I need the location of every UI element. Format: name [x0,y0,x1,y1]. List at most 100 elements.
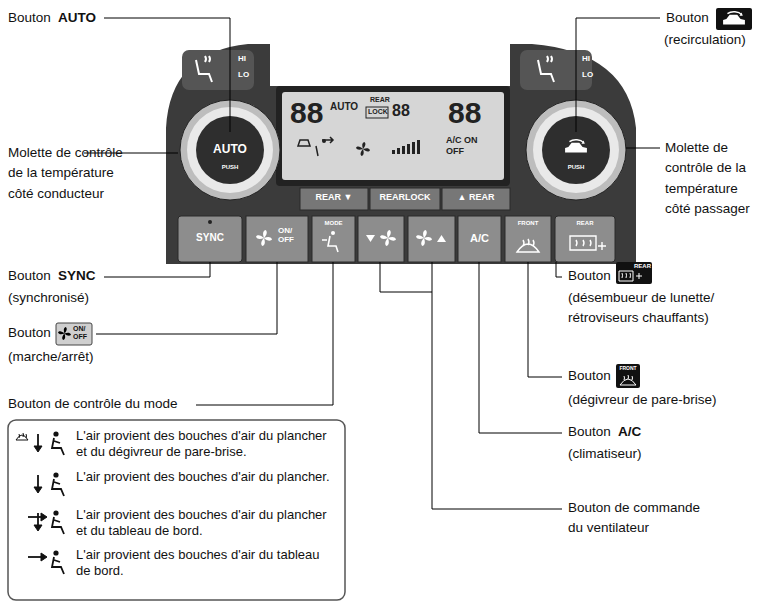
recirculation-icon-box [716,8,752,30]
leader-line [380,262,562,509]
defrost-icon [517,239,539,252]
callout-text: A/C [618,424,641,440]
callout-text: Bouton de contrôle du mode [8,396,178,412]
seat-heater-button [520,50,592,90]
mode-icon-head [331,231,335,235]
leader-line [626,148,660,149]
display-text: A/C ON [446,136,478,146]
leader-line [556,262,562,277]
legend-text: L'air provient des bouches d'air du plan… [76,469,331,485]
seat-heater-button [182,50,254,90]
button-text: REAR ▼ [300,193,368,203]
leader-line [576,18,660,132]
mode-icon [322,236,338,252]
legend-text: L'air provient des bouches d'air du plan… [76,507,331,540]
drawing-part [392,150,395,154]
mode-symbol [14,428,70,458]
display-text: LOCK [368,108,388,116]
panel-body [166,44,636,264]
person-arm [54,560,60,562]
lock-box [366,107,388,118]
fan-icon [58,327,71,340]
arrow-right [28,516,42,518]
display-digits: 88 [392,103,410,119]
defrost-icon-box [616,364,640,388]
mode-symbol [14,507,70,537]
display-digits: 88 [448,98,481,128]
triangle-up [437,235,446,242]
display-bars [392,140,420,154]
button-text: SYNC [178,232,242,243]
display-fan [356,142,370,156]
seat-icon [538,56,554,82]
person-body [52,517,64,534]
drawing-part [407,144,410,154]
panel-text: HI [238,55,246,64]
person-body [52,479,64,496]
button-text: REARLOCK [370,193,440,203]
leader-line [96,262,277,334]
button-text: ON/ OFF [278,227,302,245]
arrow-head [34,446,42,452]
button [370,188,440,210]
onoff-icon [56,323,92,345]
leader-line [528,262,562,377]
mode-symbol [14,547,70,577]
arrow-head [41,553,47,561]
drawing-part [505,216,551,262]
rear-defrost-icon [570,236,606,250]
button-text: FRONT [505,220,551,227]
icon-text: ON/ OFF [73,325,91,340]
button-row [178,216,615,262]
person-arm [54,441,60,443]
callout-text: Bouton [8,268,51,284]
callout-text: (climatiseur) [568,446,642,462]
rear-defrost-icon [619,271,642,281]
legend-text: L'air provient des bouches d'air du plan… [76,428,331,461]
display-mode-icon [298,137,333,156]
legend-row: L'air provient des bouches d'air du plan… [14,507,339,540]
button-text: A/C [458,232,501,244]
legend-box [8,420,345,600]
person-arm [54,482,60,484]
drawing-part [458,216,501,262]
leader-line [104,18,230,132]
callout-text: Molette de contrôle de la température cô… [665,138,765,219]
button-text: REAR [555,220,615,227]
panel-text: AUTO [205,143,255,156]
fan-icon [416,230,432,246]
button-text: MODE [312,220,355,227]
display-bezel [276,86,510,186]
indicator [208,220,212,224]
callout-text: Molette de contrôle de la température cô… [8,143,126,204]
legend-row: L'air provient des bouches d'air du plan… [14,428,339,461]
panel-text: LO [238,71,249,80]
person-head [53,431,58,436]
recirculation-icon [565,140,587,153]
icon-text: REAR [634,263,652,270]
arrow-head [41,513,47,521]
callout-text: SYNC [58,268,96,284]
callout-text: Bouton [568,424,611,440]
arrow-head [34,525,42,531]
drawing-part [178,216,242,262]
drawing-part [412,142,415,154]
callout-text: (synchronisé) [8,290,89,306]
icon-text: FRONT [616,366,640,372]
panel-text: PUSH [215,164,245,171]
triangle-down [366,235,375,242]
display-text: OFF [446,147,464,157]
fan-icon [256,230,272,246]
display-text: REAR [370,96,390,104]
seat-icon [196,56,212,82]
callout-text: (désembueur de lunette/ rétroviseurs cha… [568,288,764,329]
legend-row: L'air provient des bouches d'air du tabl… [14,547,339,580]
control-panel [166,44,636,264]
leader-line [104,262,210,277]
display-text: AUTO [330,101,358,112]
callout-text: (recirculation) [664,32,746,48]
recirculation-icon [723,12,745,25]
drawing-part [555,216,615,262]
drawing-part [312,216,355,262]
leader-line [196,262,333,405]
